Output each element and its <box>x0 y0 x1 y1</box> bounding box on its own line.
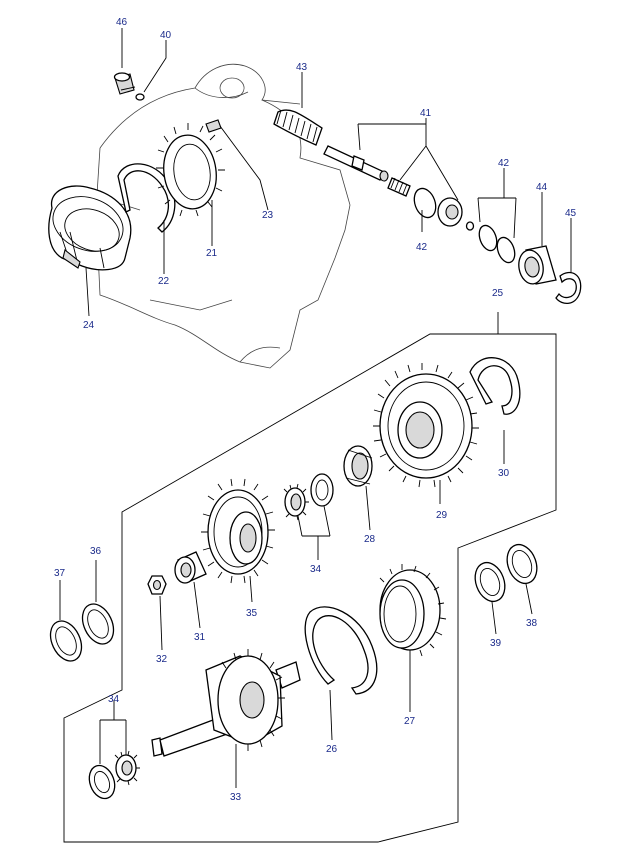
assembly-frame <box>63 312 557 843</box>
circlip-26 <box>304 606 378 695</box>
leaders-lower <box>59 430 533 788</box>
bearing-34-upper <box>283 483 309 521</box>
callout-26: 26 <box>326 744 338 755</box>
shaft-33 <box>151 649 301 757</box>
callout-34-upper: 34 <box>310 564 322 575</box>
o-ring-42-b <box>496 236 516 264</box>
callout-31: 31 <box>194 632 206 643</box>
callout-27: 27 <box>404 716 416 727</box>
snap-ring-30 <box>469 357 521 415</box>
callout-labels: 46 40 43 41 42 44 45 23 42 21 22 25 24 3… <box>54 17 577 803</box>
callout-29: 29 <box>436 510 448 521</box>
ring-gear-27 <box>379 564 447 657</box>
gear-35 <box>201 478 275 584</box>
callout-23: 23 <box>262 210 274 221</box>
bearing-34-lower <box>114 750 140 786</box>
ball-41 <box>465 221 475 231</box>
callout-30: 30 <box>498 468 510 479</box>
callout-42-right: 42 <box>498 158 510 169</box>
synchro-ring-21 <box>156 123 225 217</box>
washer-36 <box>81 603 115 645</box>
o-ring-40 <box>135 93 145 101</box>
spring-43 <box>273 109 323 146</box>
washer-37 <box>49 620 83 662</box>
washer-39 <box>474 561 506 603</box>
nut-32 <box>147 575 167 595</box>
callout-44: 44 <box>536 182 548 193</box>
callout-43: 43 <box>296 62 308 73</box>
washer-38 <box>506 543 538 585</box>
plug-44 <box>518 245 557 285</box>
callout-37: 37 <box>54 568 66 579</box>
plug-46 <box>113 72 136 95</box>
callout-38: 38 <box>526 618 538 629</box>
callout-25: 25 <box>492 288 504 299</box>
callout-22: 22 <box>158 276 170 287</box>
housing-outline <box>95 63 351 369</box>
ring-34-lower <box>88 764 116 800</box>
callout-36: 36 <box>90 546 102 557</box>
callout-28: 28 <box>364 534 376 545</box>
o-ring-42-a <box>478 224 498 252</box>
callout-46: 46 <box>116 17 128 28</box>
callout-24: 24 <box>83 320 95 331</box>
callout-33: 33 <box>230 792 242 803</box>
leaders-upper <box>85 28 572 317</box>
bearing-24 <box>48 185 132 271</box>
washer-42-upper <box>413 187 437 219</box>
callout-40: 40 <box>160 30 172 41</box>
key-23 <box>205 119 222 133</box>
bushing-31 <box>174 551 207 584</box>
gear-29 <box>373 363 479 488</box>
circlip-45 <box>555 271 582 304</box>
callout-32: 32 <box>156 654 168 665</box>
callout-35: 35 <box>246 608 258 619</box>
shift-shaft-41 <box>323 145 389 182</box>
bushing-41 <box>437 197 463 227</box>
callout-45: 45 <box>565 208 577 219</box>
callout-42-lower: 42 <box>416 242 428 253</box>
spring-41 <box>387 177 411 197</box>
bearing-28 <box>343 445 373 487</box>
callout-34-lower: 34 <box>108 694 120 705</box>
callout-21: 21 <box>206 248 218 259</box>
callout-39: 39 <box>490 638 502 649</box>
snap-ring-22 <box>117 163 176 233</box>
ring-34-upper <box>310 473 334 507</box>
callout-41: 41 <box>420 108 432 119</box>
